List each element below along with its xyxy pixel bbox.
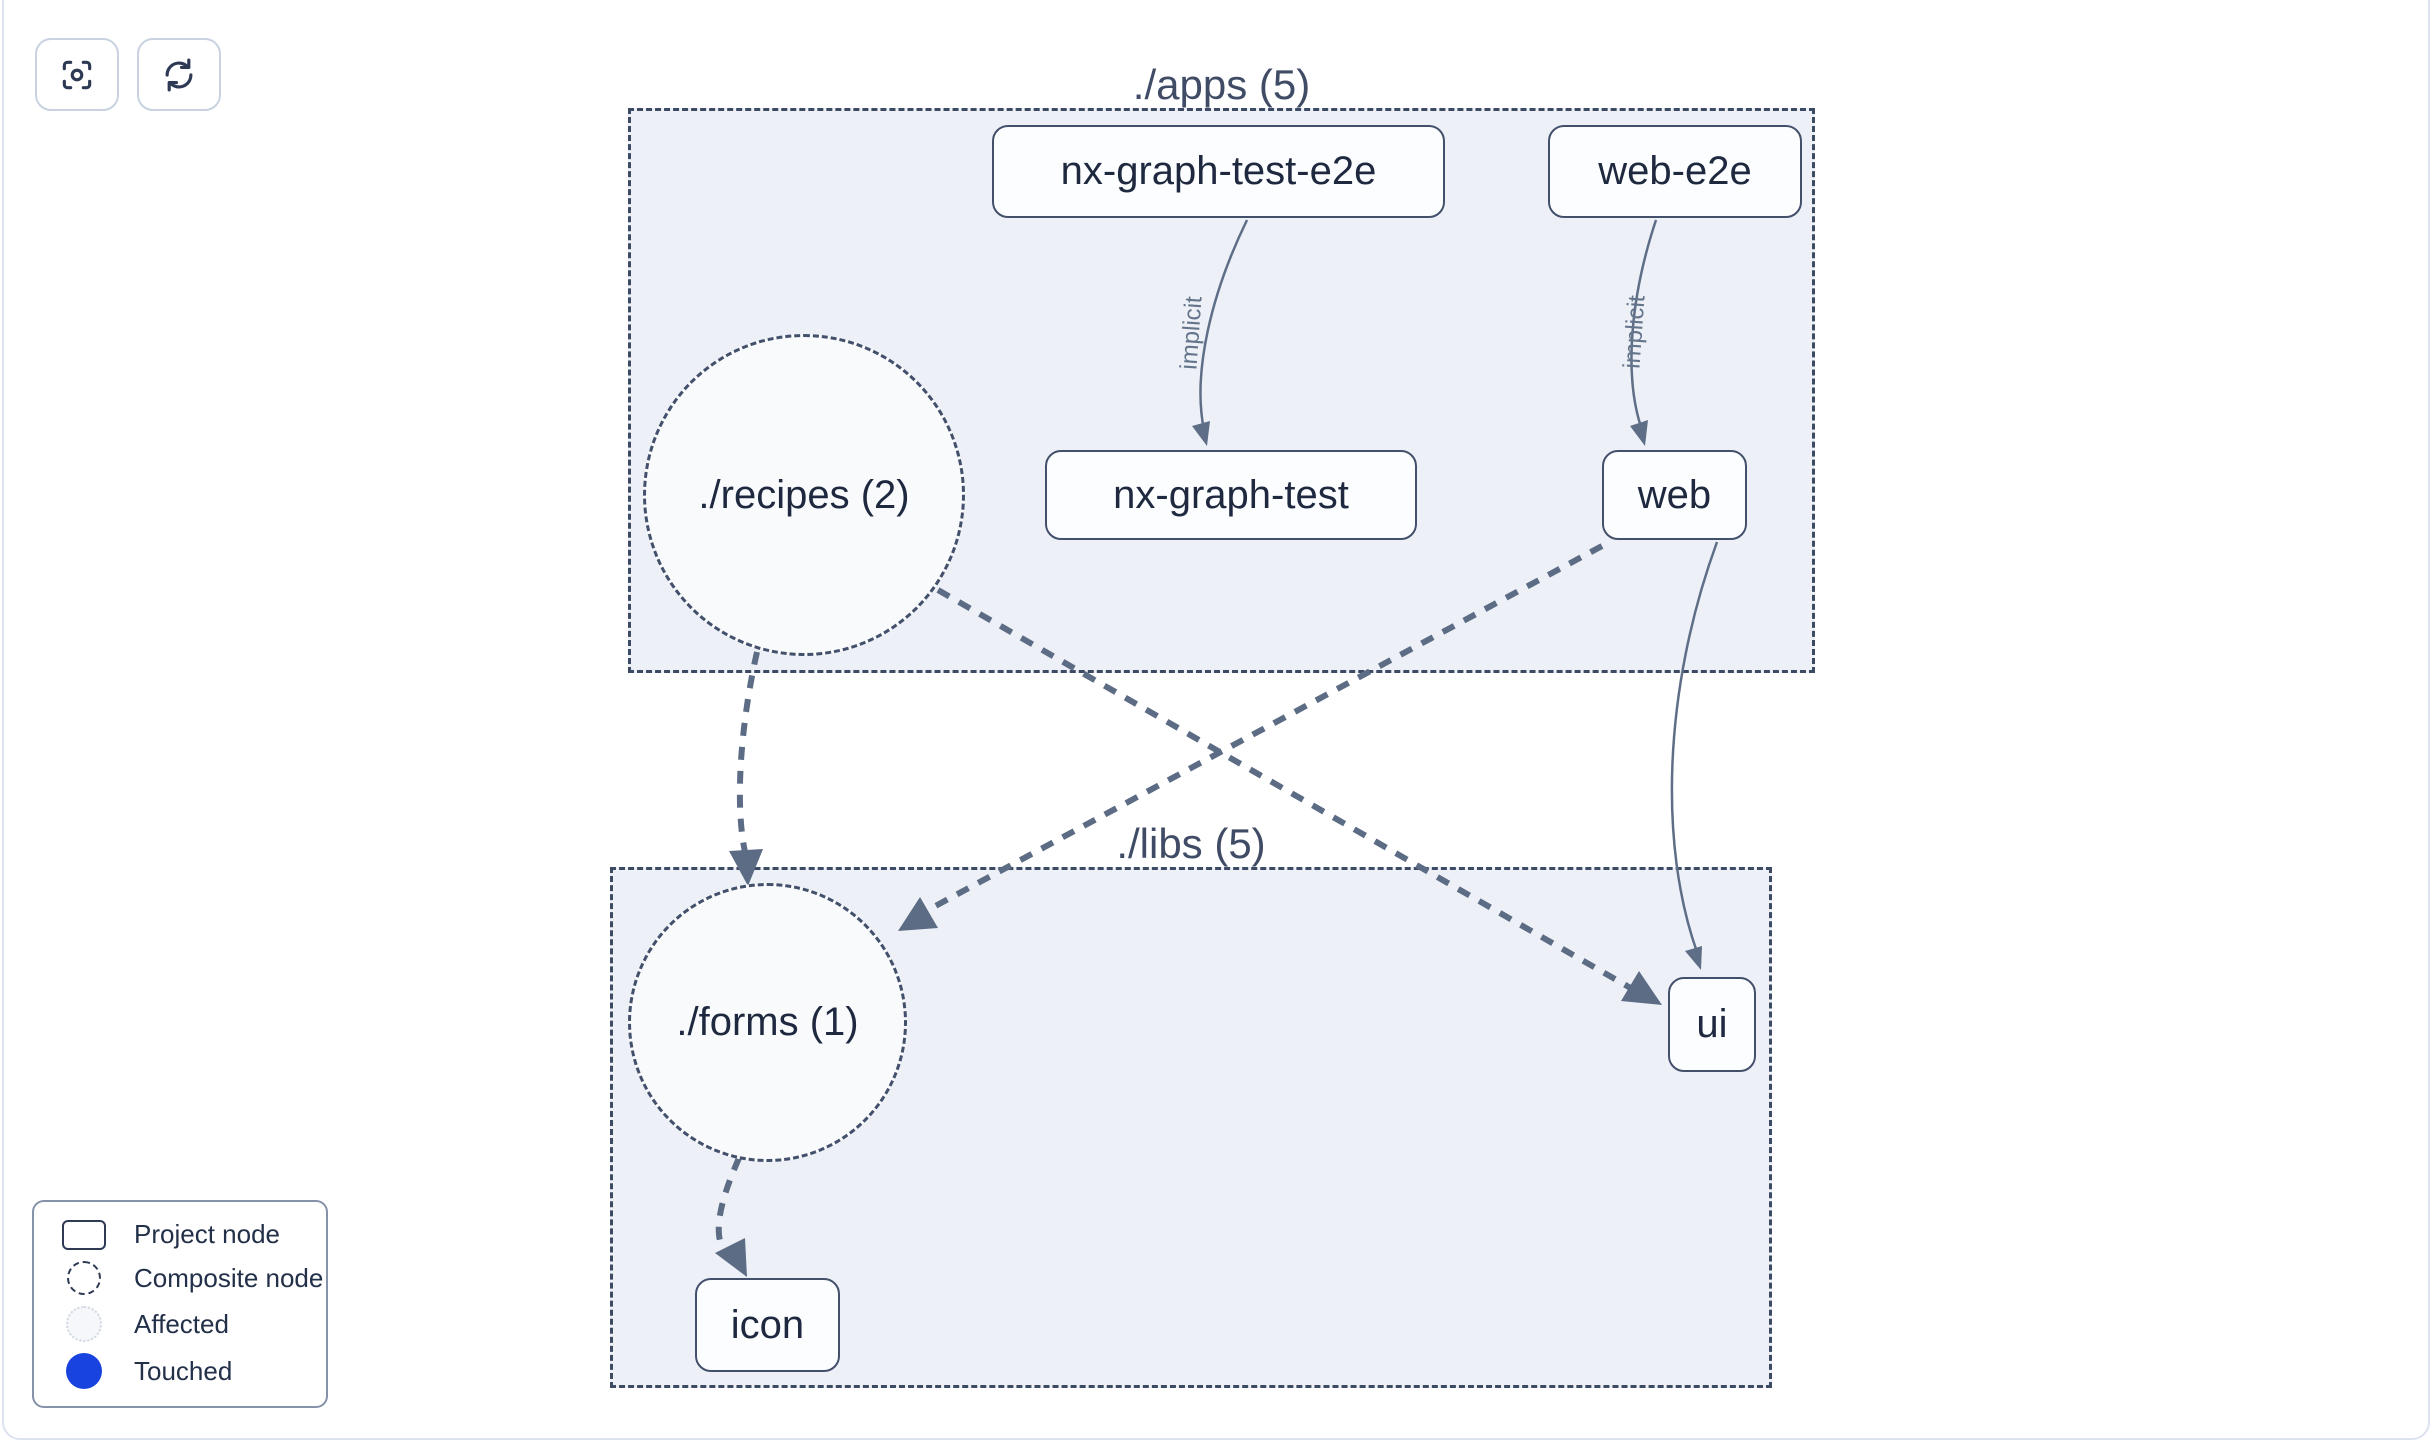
toolbar bbox=[35, 38, 221, 111]
legend-item-project-node: Project node bbox=[34, 1219, 326, 1250]
legend-item-affected: Affected bbox=[34, 1306, 326, 1342]
project-node-nx-graph-test-e2e[interactable]: nx-graph-test-e2e bbox=[992, 125, 1445, 218]
focus-button[interactable] bbox=[35, 38, 119, 111]
legend-label: Composite node bbox=[134, 1262, 324, 1293]
edge-label-implicit: implicit bbox=[1618, 294, 1651, 370]
legend-label: Affected bbox=[134, 1308, 229, 1339]
legend-item-touched: Touched bbox=[34, 1353, 326, 1389]
composite-node-forms[interactable]: ./forms (1) bbox=[628, 883, 907, 1162]
focus-target-icon bbox=[62, 60, 92, 89]
legend: Project node Composite node Affected Tou… bbox=[32, 1200, 328, 1408]
composite-node-recipes[interactable]: ./recipes (2) bbox=[643, 334, 965, 656]
touched-swatch-icon bbox=[34, 1353, 134, 1389]
project-node-ui[interactable]: ui bbox=[1668, 977, 1756, 1072]
node-label: web bbox=[1637, 472, 1712, 517]
edge-label-implicit: implicit bbox=[1175, 295, 1208, 371]
node-label: ui bbox=[1696, 1002, 1728, 1046]
refresh-button[interactable] bbox=[137, 38, 221, 111]
legend-label: Project node bbox=[134, 1219, 280, 1249]
group-libs-label: ./libs (5) bbox=[1116, 820, 1266, 867]
composite-node-forms-label: ./forms (1) bbox=[676, 1000, 859, 1044]
group-apps-label: ./apps (5) bbox=[1132, 61, 1311, 108]
legend-label: Touched bbox=[134, 1355, 233, 1386]
node-label: web-e2e bbox=[1598, 149, 1752, 193]
legend-item-composite-node: Composite node bbox=[34, 1261, 326, 1295]
refresh-icon bbox=[165, 58, 193, 91]
node-label: nx-graph-test bbox=[1113, 472, 1349, 517]
composite-node-swatch-icon bbox=[34, 1261, 134, 1295]
node-label: icon bbox=[730, 1302, 805, 1347]
affected-swatch-icon bbox=[34, 1306, 134, 1342]
project-node-swatch-icon bbox=[34, 1219, 134, 1250]
project-node-nx-graph-test[interactable]: nx-graph-test bbox=[1045, 450, 1417, 540]
composite-node-recipes-label: ./recipes (2) bbox=[698, 472, 910, 517]
node-label: nx-graph-test-e2e bbox=[1060, 149, 1377, 193]
project-node-web[interactable]: web bbox=[1602, 450, 1747, 540]
project-node-web-e2e[interactable]: web-e2e bbox=[1548, 125, 1802, 218]
project-node-icon[interactable]: icon bbox=[695, 1278, 840, 1372]
